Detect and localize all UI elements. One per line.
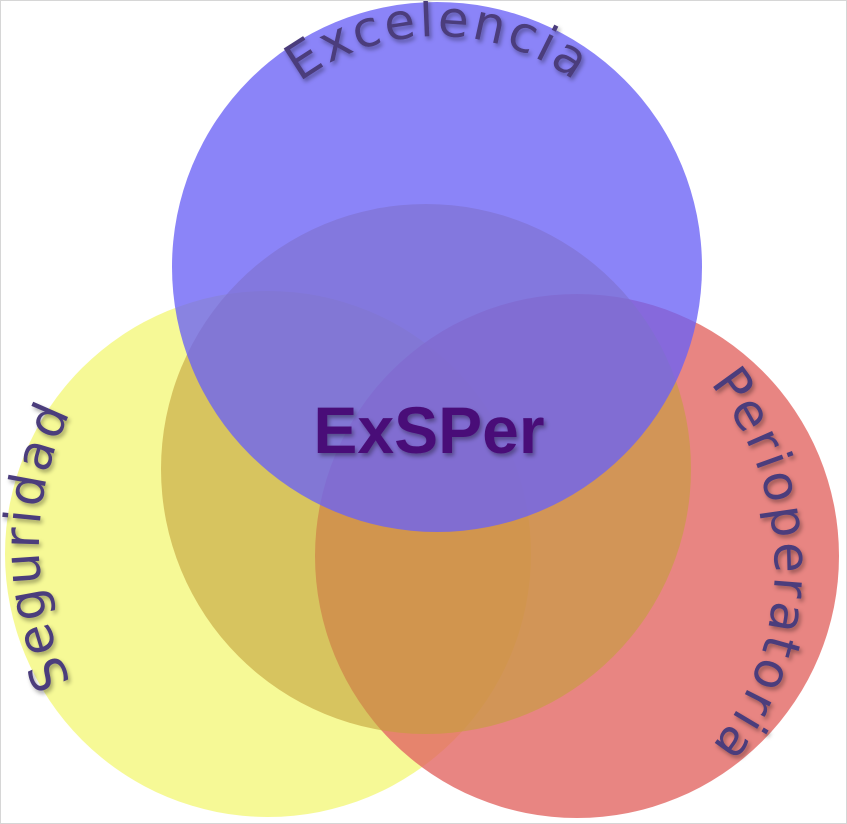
center-label: ExSPer <box>313 393 544 467</box>
circle-excelencia <box>172 2 702 532</box>
